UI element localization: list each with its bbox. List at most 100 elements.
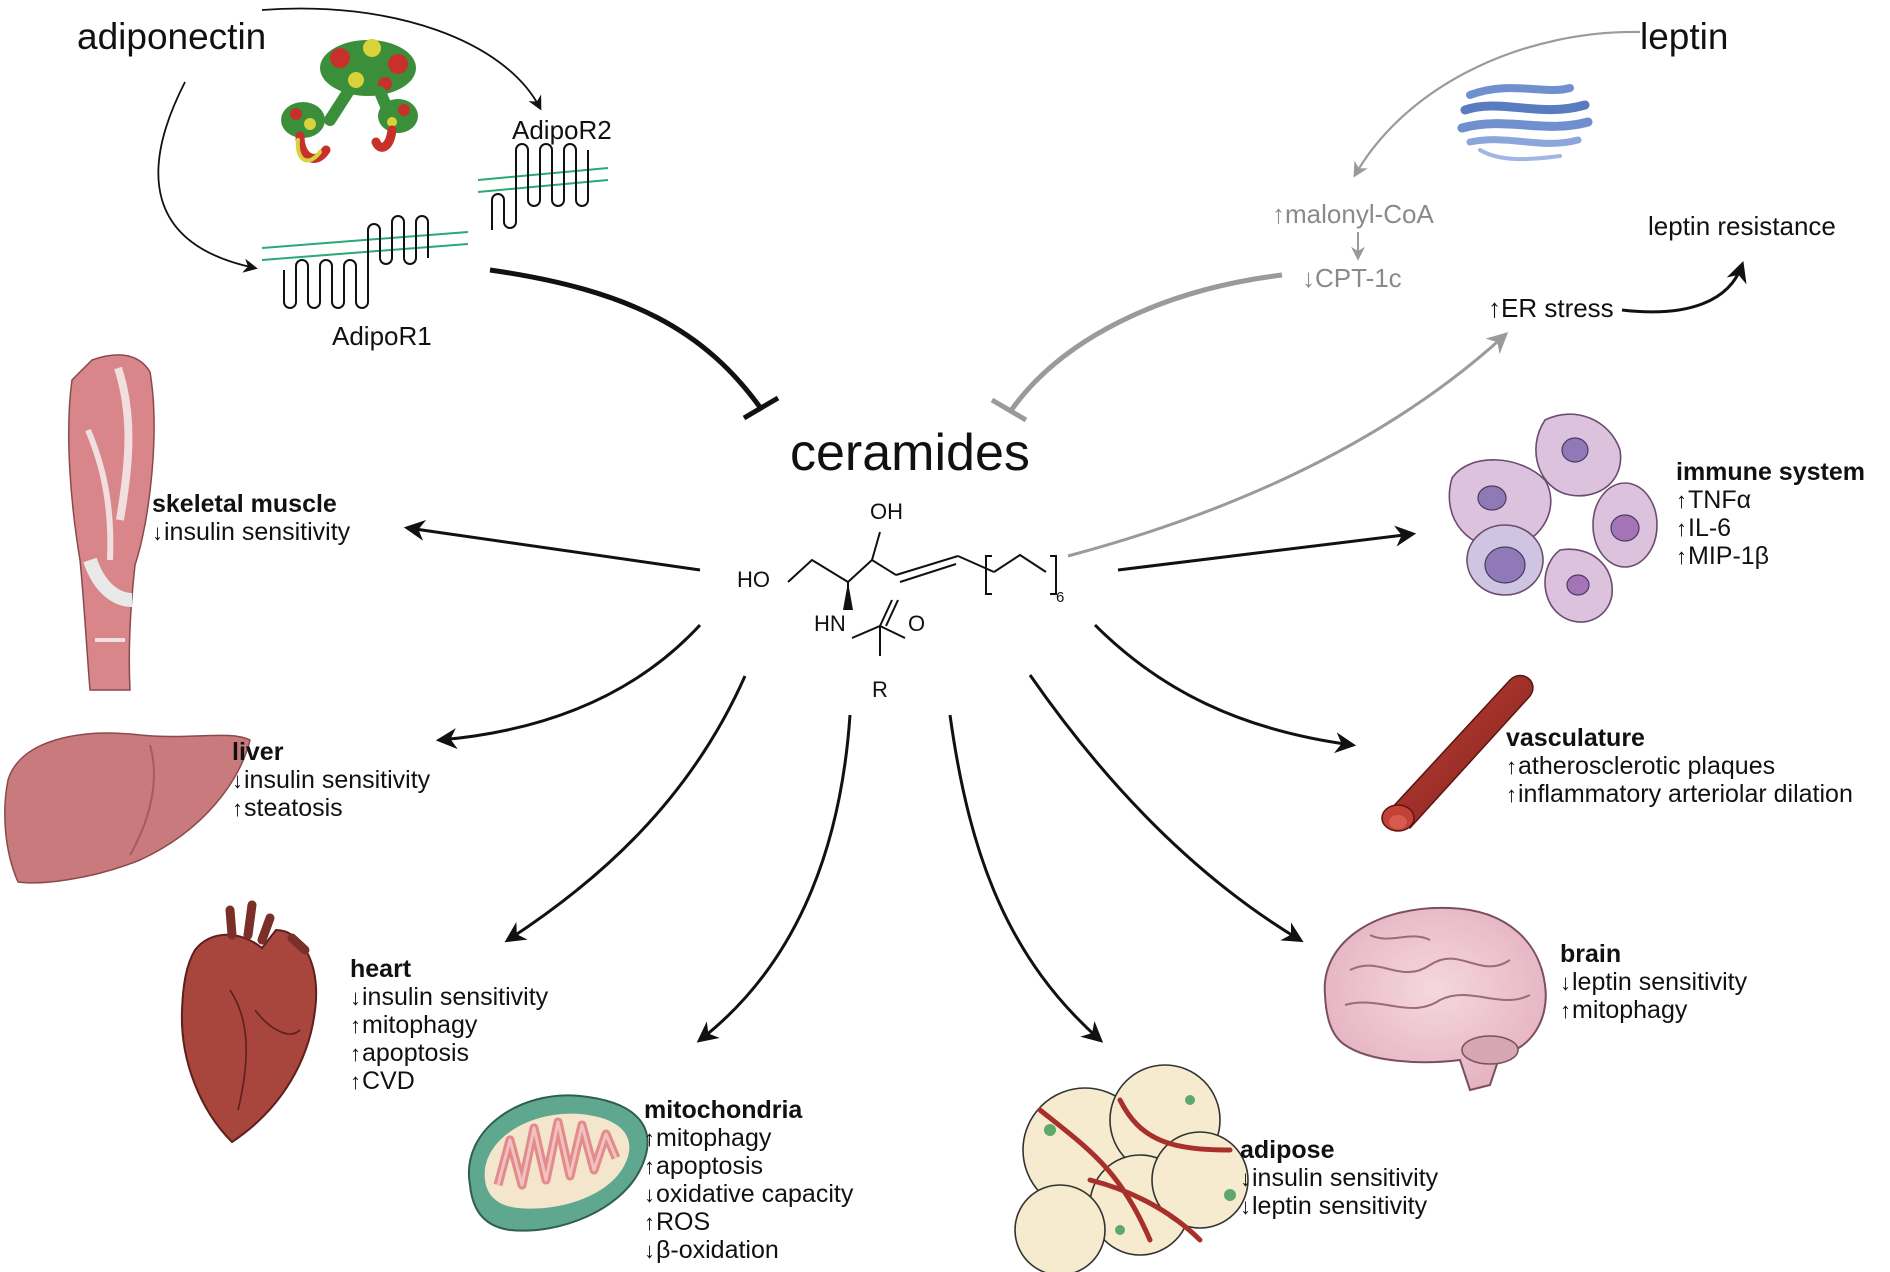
structure-subscript: 6 xyxy=(1056,589,1065,606)
effect-text: mitophagy xyxy=(1572,996,1688,1024)
effect-item: ↑steatosis xyxy=(232,794,430,822)
liver-title: liver xyxy=(232,738,284,766)
liver-effects: liver↓insulin sensitivity↑steatosis xyxy=(232,738,430,822)
mitochondrion-icon xyxy=(467,1094,649,1232)
down-arrow-icon: ↓ xyxy=(152,520,163,545)
vasculature-title: vasculature xyxy=(1506,724,1645,752)
up-arrow-icon: ↑ xyxy=(350,1041,361,1066)
effect-item: ↑apoptosis xyxy=(350,1039,548,1067)
mitochondria-effects: mitochondria↑mitophagy↑apoptosis↓oxidati… xyxy=(644,1096,853,1264)
up-arrow-icon: ↑ xyxy=(1506,754,1517,779)
heart-icon xyxy=(180,900,318,1144)
down-arrow-icon: ↓ xyxy=(644,1182,655,1207)
inhibition-bar-black xyxy=(742,395,780,421)
effect-text: insulin sensitivity xyxy=(164,518,351,546)
up-arrow-icon: ↑ xyxy=(1560,998,1571,1023)
down-arrow-icon: ↓ xyxy=(232,768,243,793)
heart-effects: heart↓insulin sensitivity↑mitophagy↑apop… xyxy=(350,955,548,1095)
up-arrow-icon: ↑ xyxy=(232,796,243,821)
inhibition-bar-grey xyxy=(990,397,1028,423)
er-stress-text: ER stress xyxy=(1501,293,1614,323)
effect-text: leptin sensitivity xyxy=(1252,1192,1428,1220)
malonyl-coa-text: malonyl-CoA xyxy=(1285,199,1434,229)
up-arrow-icon: ↑ xyxy=(644,1154,655,1179)
down-arrow-icon: ↓ xyxy=(1302,263,1315,293)
effect-item: ↑mitophagy xyxy=(350,1011,548,1039)
effect-item: ↑CVD xyxy=(350,1067,548,1095)
brain-effects: brain↓leptin sensitivity↑mitophagy xyxy=(1560,940,1747,1024)
effect-item: ↓insulin sensitivity xyxy=(350,983,548,1011)
effect-item: ↑mitophagy xyxy=(1560,996,1747,1024)
up-arrow-icon: ↑ xyxy=(644,1210,655,1235)
structure-oh: OH xyxy=(870,499,903,524)
effect-text: atherosclerotic plaques xyxy=(1518,752,1776,780)
arrow-to-adipose xyxy=(948,714,1104,1043)
arrow-to-vasculature xyxy=(1093,623,1357,754)
up-arrow-icon: ↑ xyxy=(1676,544,1687,569)
brain-title: brain xyxy=(1560,940,1622,968)
cpt-inhibits-ceramides-line xyxy=(1007,272,1283,414)
effect-item: ↑apoptosis xyxy=(644,1152,853,1180)
structure-r: R xyxy=(872,677,888,702)
up-arrow-icon: ↑ xyxy=(350,1069,361,1094)
effect-item: ↑ROS xyxy=(644,1208,853,1236)
structure-hn: HN xyxy=(814,611,846,636)
up-arrow-icon: ↑ xyxy=(644,1126,655,1151)
vasculature-effects: vasculature↑atherosclerotic plaques↑infl… xyxy=(1506,724,1853,808)
effect-text: insulin sensitivity xyxy=(1252,1164,1439,1192)
adiponectin-to-adipor1-arrow xyxy=(157,81,258,273)
down-arrow-icon: ↓ xyxy=(1240,1166,1251,1191)
down-arrow-icon: ↓ xyxy=(350,985,361,1010)
skeletal-muscle-effects: skeletal muscle↓insulin sensitivity xyxy=(152,490,350,546)
effect-text: apoptosis xyxy=(362,1039,470,1067)
effect-item: ↑MIP-1β xyxy=(1676,542,1865,570)
adipor1-receptor-icon xyxy=(261,215,469,309)
down-arrow-icon: ↓ xyxy=(1240,1194,1251,1219)
ceramide-structure xyxy=(787,531,1057,656)
up-arrow-icon: ↑ xyxy=(1272,199,1285,229)
adipose-effects: adipose↓insulin sensitivity↓leptin sensi… xyxy=(1240,1136,1438,1220)
liver-icon xyxy=(4,732,251,884)
adiponectin-inhibits-ceramides-line xyxy=(489,267,765,412)
up-arrow-icon: ↑ xyxy=(1488,293,1501,323)
effect-text: MIP-1β xyxy=(1688,542,1770,570)
adiponectin-to-adipor2-arrow xyxy=(261,7,542,111)
leptin-label: leptin xyxy=(1640,16,1729,57)
effect-item: ↓insulin sensitivity xyxy=(1240,1164,1438,1192)
down-arrow-icon: ↓ xyxy=(1560,970,1571,995)
effect-text: CVD xyxy=(362,1067,415,1095)
wedge-bond xyxy=(843,582,853,610)
arrow-to-mitochondria xyxy=(696,714,852,1043)
effect-item: ↓oxidative capacity xyxy=(644,1180,853,1208)
adiponectin-label: adiponectin xyxy=(77,16,267,57)
leptin-to-malonyl-arrow xyxy=(1353,30,1641,178)
immune-cells-icon xyxy=(1448,413,1658,623)
malonyl-coa-label: ↑malonyl-CoA xyxy=(1272,199,1434,229)
leptin-resistance-label: leptin resistance xyxy=(1648,211,1836,241)
effect-text: TNFα xyxy=(1688,486,1752,514)
effect-text: IL-6 xyxy=(1688,514,1732,542)
adiponectin-protein-icon xyxy=(281,39,418,163)
ceramides-to-er-stress-arrow xyxy=(1067,332,1509,558)
immune-system-title: immune system xyxy=(1676,458,1865,486)
adipor2-receptor-icon xyxy=(477,143,609,230)
blood-vessel-icon xyxy=(1381,674,1534,832)
leptin-protein-icon xyxy=(1457,84,1593,162)
mitochondria-title: mitochondria xyxy=(644,1096,803,1124)
arrow-to-liver xyxy=(435,623,702,750)
effect-text: insulin sensitivity xyxy=(244,766,431,794)
effect-item: ↓leptin sensitivity xyxy=(1560,968,1747,996)
effect-item: ↑inflammatory arteriolar dilation xyxy=(1506,780,1853,808)
effect-item: ↓leptin sensitivity xyxy=(1240,1192,1438,1220)
er-stress-to-resistance-arrow xyxy=(1621,261,1747,314)
arrow-to-immune-system xyxy=(1117,525,1417,572)
arrow-to-heart xyxy=(504,675,747,943)
up-arrow-icon: ↑ xyxy=(1676,516,1687,541)
arrow-to-brain xyxy=(1028,674,1304,943)
effect-text: inflammatory arteriolar dilation xyxy=(1518,780,1853,808)
heart-title: heart xyxy=(350,955,412,983)
effect-text: insulin sensitivity xyxy=(362,983,549,1011)
effect-item: ↓β-oxidation xyxy=(644,1236,853,1264)
